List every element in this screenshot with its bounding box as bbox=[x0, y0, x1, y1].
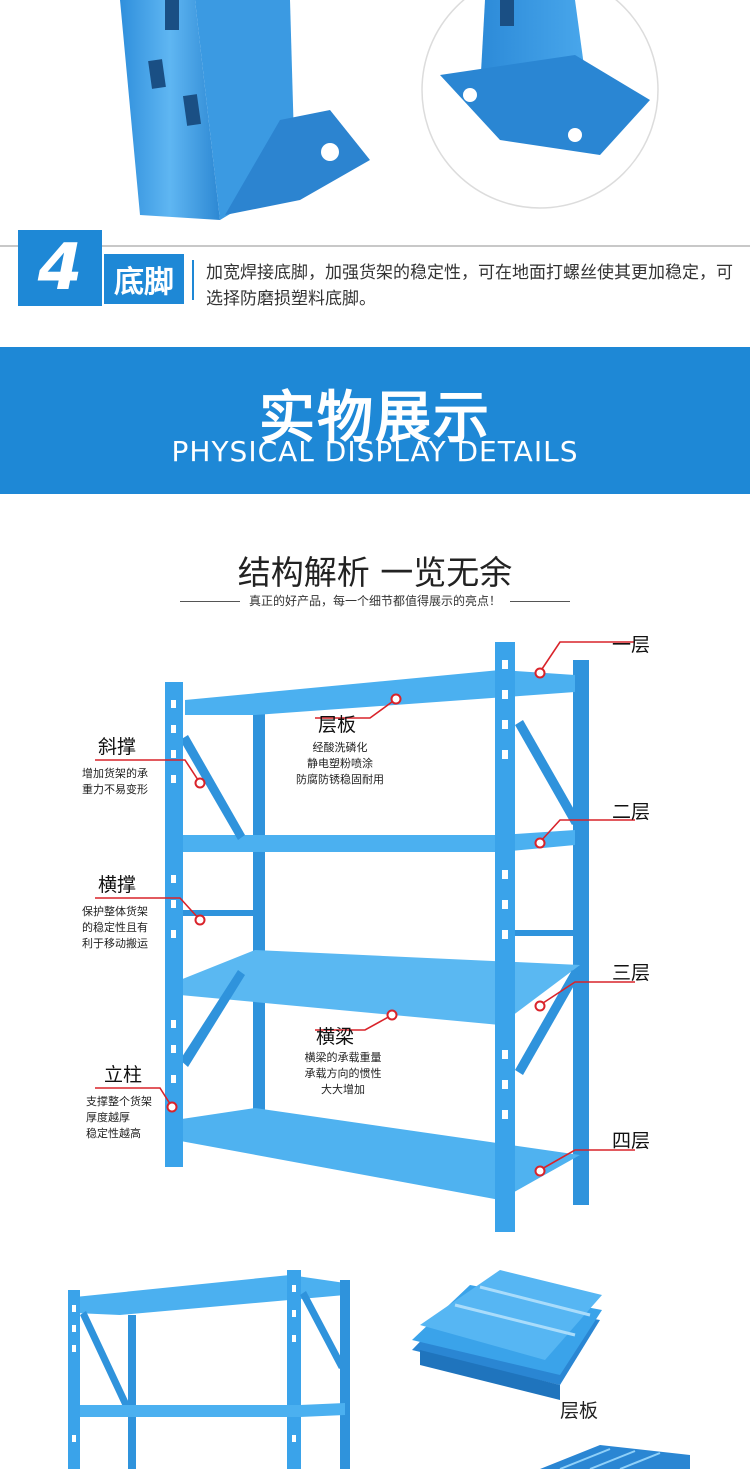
bottom-photos bbox=[0, 1255, 750, 1469]
structure-subtitle: 真正的好产品，每一个细节都值得展示的亮点！ bbox=[248, 594, 501, 608]
banner-subtitle: PHYSICAL DISPLAY DETAILS bbox=[171, 435, 579, 468]
feature-title: 底脚 bbox=[104, 254, 184, 304]
subtitle-rule-left bbox=[180, 601, 240, 602]
rack-structure-diagram: 一层 二层 三层 四层 层板 经酸洗磷化 静电塑粉喷涂 防腐防锈稳固耐用 横梁 … bbox=[0, 630, 750, 1240]
part-column-name: 立柱 bbox=[104, 1064, 143, 1086]
foot-photos bbox=[0, 0, 750, 230]
part-cross-desc: 保护整体货架 的稳定性且有 利于移动搬运 bbox=[82, 905, 148, 950]
part-beam-name: 横梁 bbox=[316, 1026, 355, 1048]
part-cross-name: 横撑 bbox=[98, 874, 137, 896]
structure-subtitle-row: 真正的好产品，每一个细节都值得展示的亮点！ bbox=[0, 592, 750, 612]
layer-label-2: 二层 bbox=[612, 801, 651, 823]
bottom-shelf-label: 层板 bbox=[560, 1400, 599, 1422]
feature-foot: 4 底脚 加宽焊接底脚，加强货架的稳定性，可在地面打螺丝使其更加稳定，可选择防磨… bbox=[0, 230, 750, 340]
layer-label-3: 三层 bbox=[612, 962, 651, 984]
section-banner: 实物展示 PHYSICAL DISPLAY DETAILS bbox=[0, 347, 750, 494]
feature-description: 加宽焊接底脚，加强货架的稳定性，可在地面打螺丝使其更加稳定，可选择防磨损塑料底脚… bbox=[206, 263, 733, 309]
layer-label-1: 一层 bbox=[612, 634, 651, 656]
feature-divider bbox=[0, 245, 750, 247]
feature-separator bbox=[192, 260, 194, 300]
subtitle-rule-right bbox=[510, 601, 570, 602]
part-beam-desc: 横梁的承载重量 承载方向的惯性 大大增加 bbox=[304, 1051, 382, 1096]
foot-photo-illustration bbox=[120, 0, 659, 220]
part-diagonal-name: 斜撑 bbox=[98, 736, 137, 758]
structure-title: 结构解析 一览无余 bbox=[237, 553, 513, 592]
part-shelf-name: 层板 bbox=[318, 714, 357, 736]
layer-label-4: 四层 bbox=[612, 1130, 651, 1152]
part-diagonal-desc: 增加货架的承 重力不易变形 bbox=[82, 767, 148, 796]
bottom-illustration bbox=[68, 1270, 690, 1469]
feature-number: 4 bbox=[18, 230, 102, 306]
rack-illustration bbox=[95, 641, 635, 1232]
banner-title: 实物展示 bbox=[259, 386, 491, 451]
part-column-desc: 支撑整个货架 厚度越厚 稳定性越高 bbox=[86, 1095, 152, 1140]
part-shelf-desc: 经酸洗磷化 静电塑粉喷涂 防腐防锈稳固耐用 bbox=[296, 741, 384, 786]
